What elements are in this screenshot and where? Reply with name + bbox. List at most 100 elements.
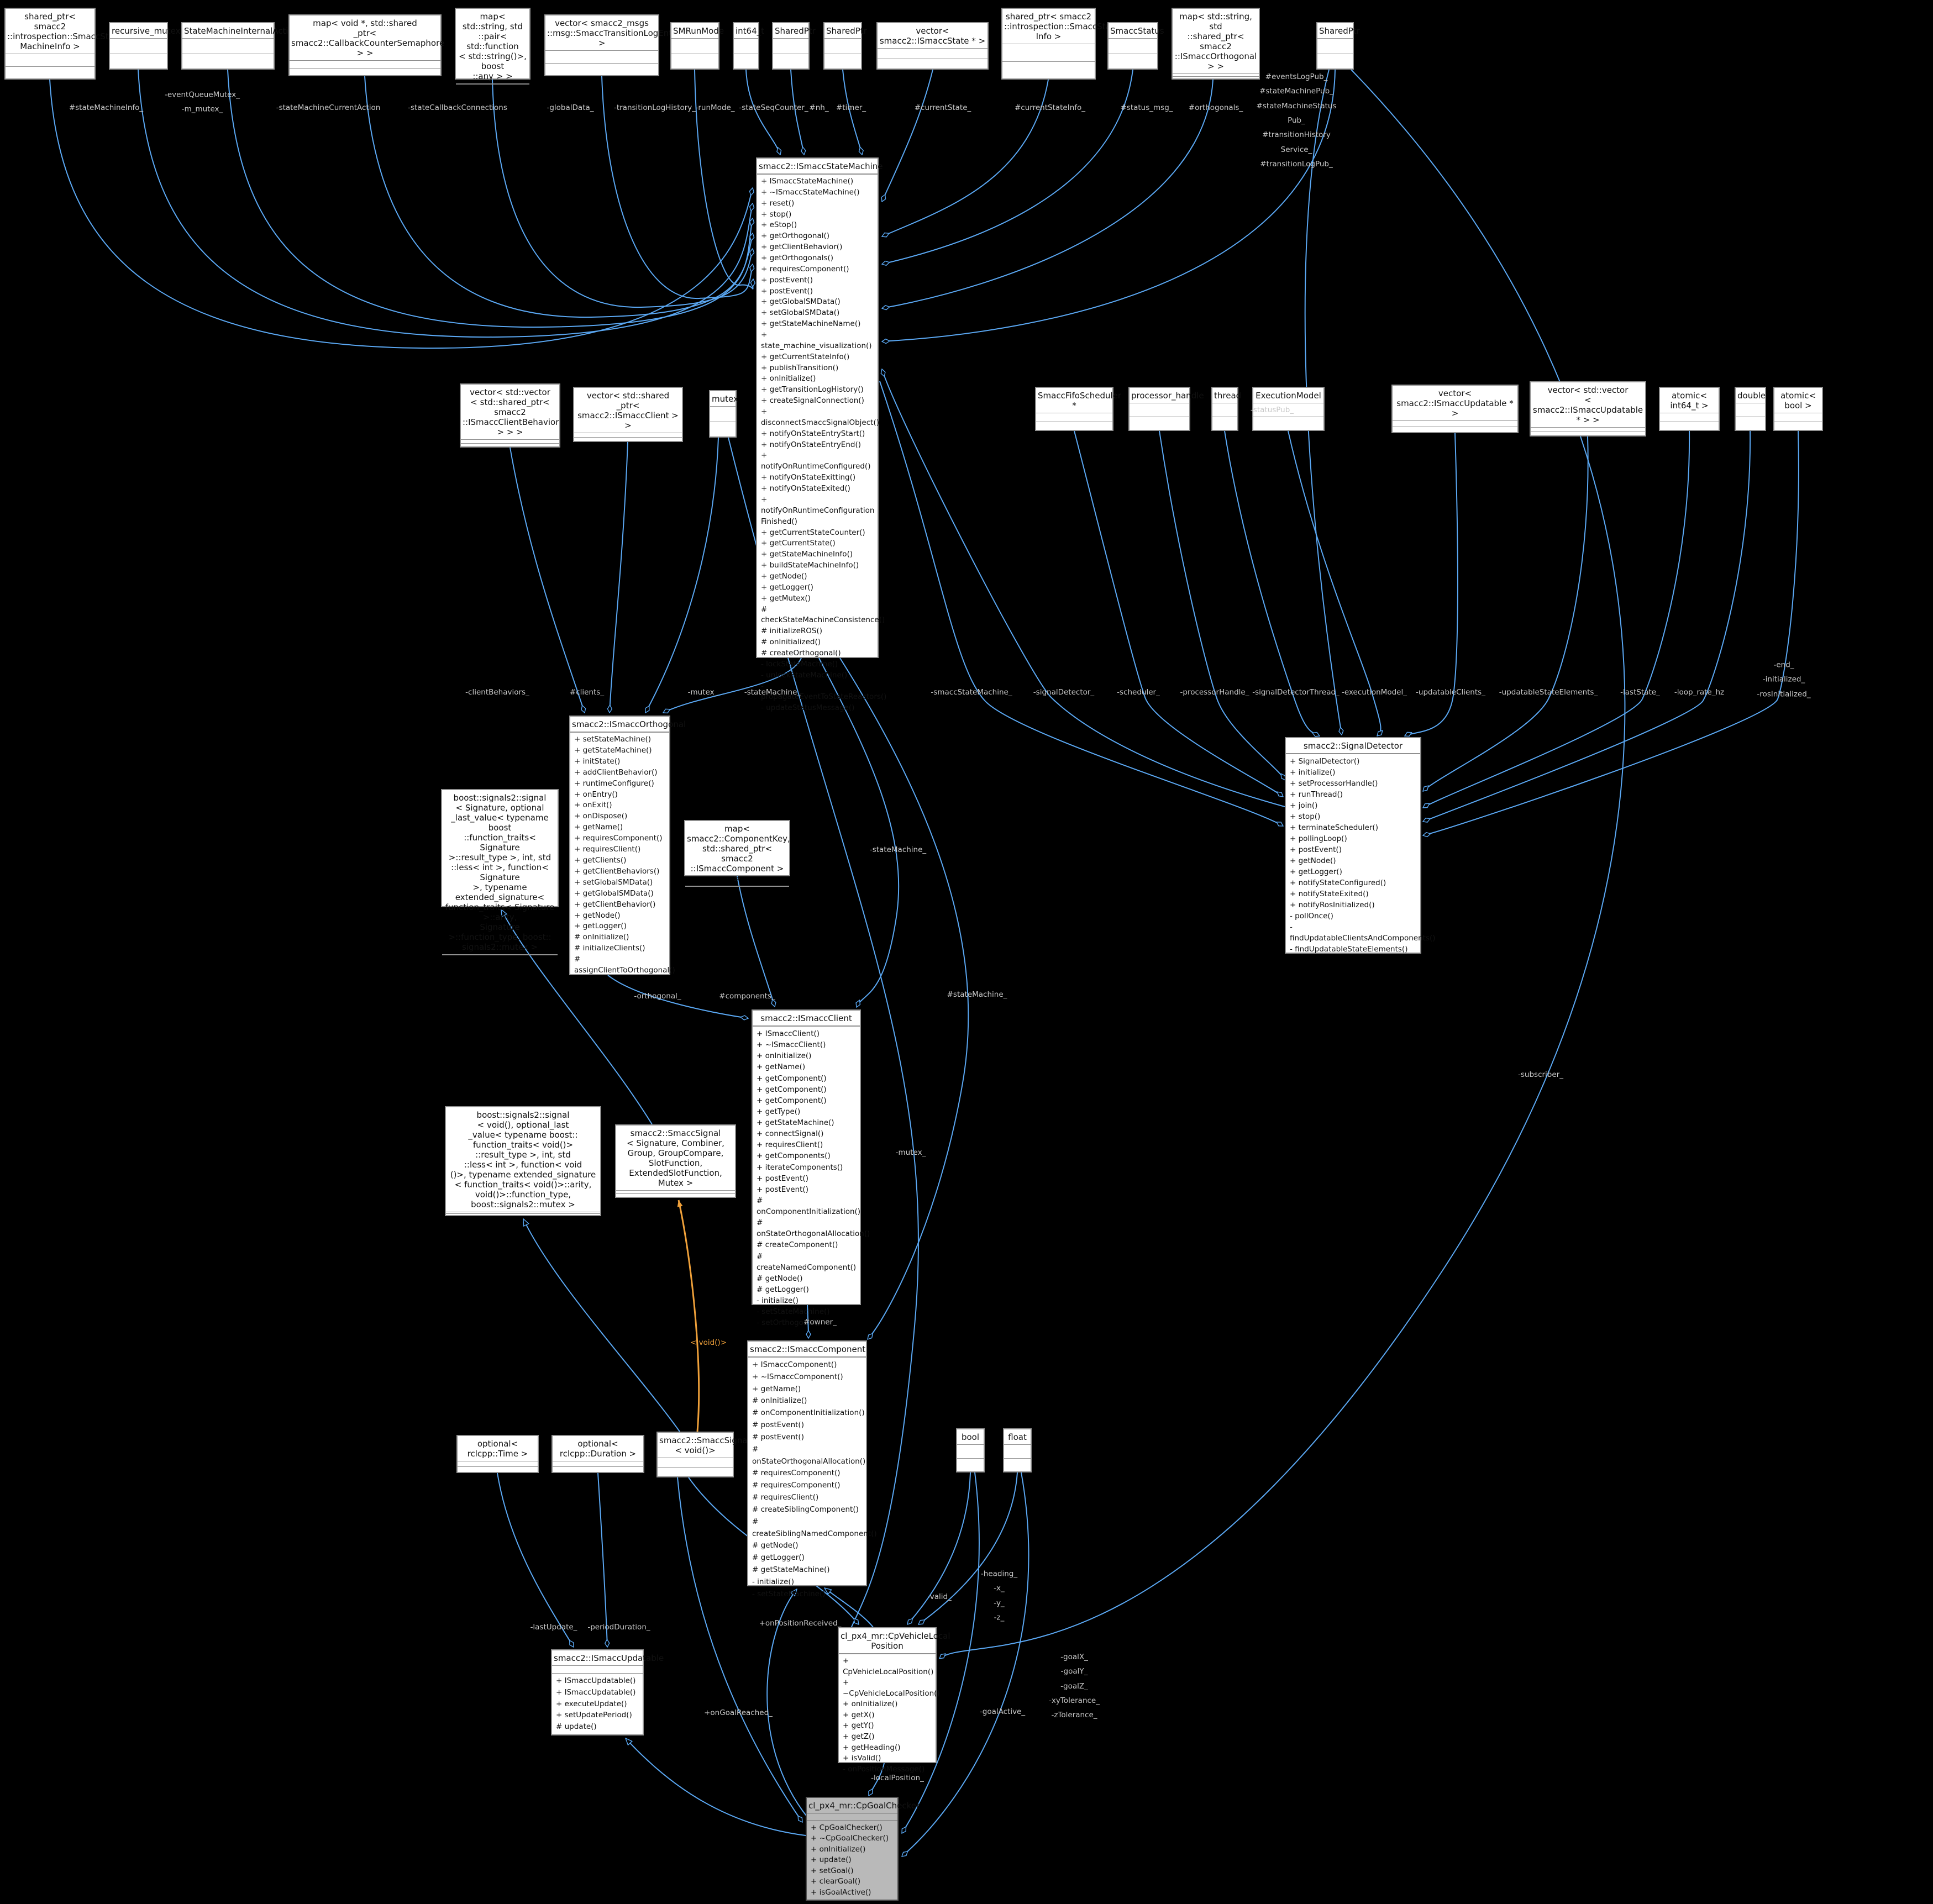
empty-compartment bbox=[1774, 413, 1822, 422]
edge-agg-13 bbox=[882, 79, 1214, 308]
class-box-t9: SharedPtr bbox=[772, 22, 816, 70]
edge-agg-1 bbox=[138, 69, 753, 338]
empty-compartment bbox=[685, 886, 789, 887]
class-title-t8: int64_t bbox=[734, 23, 764, 39]
class-box-t14: map< std::string, std ::shared_ptr< smac… bbox=[1172, 8, 1260, 80]
edge-label-12: #status_msg_ bbox=[1120, 103, 1173, 112]
edge-agg-39 bbox=[879, 381, 1283, 827]
class-box-exec: ExecutionModel bbox=[1252, 387, 1325, 431]
empty-compartment bbox=[1736, 416, 1765, 430]
empty-compartment bbox=[710, 407, 736, 422]
class-box-comp[interactable]: smacc2::ISmaccComponent+ ISmaccComponent… bbox=[747, 1340, 877, 1598]
edge-agg-48 bbox=[1423, 430, 1751, 822]
edge-agg-31 bbox=[677, 1477, 803, 1822]
edge-label-45: -lastState_ bbox=[1620, 687, 1660, 697]
class-box-t11: vector< smacc2::ISmaccState * > bbox=[876, 22, 989, 70]
empty-compartment bbox=[1004, 1458, 1031, 1472]
empty-compartment bbox=[1253, 416, 1323, 430]
edge-label-46: -loop_rate_hz bbox=[1674, 687, 1725, 697]
edge-agg-47 bbox=[1423, 430, 1690, 808]
empty-compartment bbox=[1173, 76, 1259, 79]
edge-agg-5 bbox=[601, 76, 753, 299]
class-box-client[interactable]: smacc2::ISmaccClient+ ISmaccClient() + ~… bbox=[752, 1009, 870, 1327]
class-title-upd: smacc2::ISmaccUpdatable bbox=[552, 1650, 664, 1666]
edge-label-24: #owner_ bbox=[803, 1317, 837, 1327]
edge-label-7: -stateSeqCounter_ bbox=[739, 103, 808, 112]
edge-label-14: #eventsLogPub_ #stateMachinePub_ #stateM… bbox=[1256, 72, 1337, 169]
class-box-fifo: SmaccFifoScheduler * bbox=[1035, 387, 1121, 431]
edge-inh-25 bbox=[501, 909, 653, 1125]
empty-compartment bbox=[658, 1458, 733, 1467]
empty-compartment bbox=[461, 443, 559, 447]
empty-compartment bbox=[446, 1213, 600, 1215]
empty-compartment bbox=[553, 1466, 643, 1472]
class-box-t10: SharedPtr bbox=[823, 22, 867, 70]
class-box-t13: SmaccStatus bbox=[1107, 22, 1164, 70]
empty-compartment bbox=[1002, 44, 1095, 61]
edge-label-43: -updatableClients_ bbox=[1416, 687, 1485, 697]
edge-label-27: -periodDuration_ bbox=[587, 1622, 650, 1632]
edge-agg-44 bbox=[1288, 430, 1381, 736]
class-title-t1: shared_ptr< smacc2 ::introspection::Smac… bbox=[6, 9, 122, 54]
class-methods-orth: + setStateMachine() + getStateMachine() … bbox=[574, 735, 675, 975]
edge-agg-46 bbox=[1423, 436, 1589, 791]
edge-agg-14 bbox=[882, 69, 1336, 341]
edge-label-25: < void()> bbox=[690, 1338, 727, 1347]
class-box-sm[interactable]: smacc2::ISmaccStateMachine+ ISmaccStateM… bbox=[756, 157, 886, 712]
empty-compartment bbox=[734, 53, 758, 69]
class-title-t13: SmaccStatus bbox=[1109, 23, 1164, 39]
empty-compartment bbox=[1002, 61, 1095, 79]
class-title-gc: cl_px4_mr::CpGoalChecker bbox=[807, 1798, 920, 1813]
edge-label-39: -scheduler_ bbox=[1117, 687, 1160, 697]
class-box-smsig: smacc2::SmaccSignal < Signature, Combine… bbox=[615, 1124, 736, 1198]
class-box-optd: optional< rclcpp::Duration > bbox=[551, 1435, 644, 1473]
class-box-orth[interactable]: smacc2::ISmaccOrthogonal+ setStateMachin… bbox=[569, 716, 686, 975]
edge-label-17: -mutex_ bbox=[687, 687, 718, 697]
class-attrs-orth bbox=[570, 732, 669, 733]
empty-compartment bbox=[824, 53, 861, 69]
class-title-sig1: boost::signals2::signal < Signature, opt… bbox=[442, 790, 558, 955]
empty-compartment bbox=[6, 54, 94, 66]
edge-agg-10 bbox=[882, 69, 933, 202]
class-title-smsig: smacc2::SmaccSignal < Signature, Combine… bbox=[616, 1125, 735, 1191]
edge-label-28: +onPositionReceived_ bbox=[759, 1618, 842, 1628]
class-box-upd[interactable]: smacc2::ISmaccUpdatable+ ISmaccUpdatable… bbox=[551, 1649, 664, 1735]
empty-compartment bbox=[1660, 413, 1719, 422]
edge-tmpl-27 bbox=[677, 1200, 700, 1432]
edge-agg-42 bbox=[1159, 430, 1286, 780]
class-box-cpvlp[interactable]: cl_px4_mr::CpVehicleLocal Position+ CpVe… bbox=[838, 1627, 950, 1774]
edge-agg-32 bbox=[907, 1472, 971, 1624]
class-box-dbl: double bbox=[1735, 387, 1766, 431]
class-title-exec: ExecutionModel bbox=[1253, 388, 1323, 403]
empty-compartment bbox=[110, 39, 167, 54]
edge-agg-19 bbox=[663, 658, 802, 713]
class-box-mapck: map< smacc2::ComponentKey, std::shared_p… bbox=[684, 820, 790, 887]
class-box-t7: SMRunMode bbox=[670, 22, 724, 70]
class-box-updvv: vector< std::vector < smacc2::ISmaccUpda… bbox=[1530, 381, 1646, 436]
class-box-gc: cl_px4_mr::CpGoalChecker+ CpGoalChecker(… bbox=[806, 1797, 920, 1901]
class-title-mapck: map< smacc2::ComponentKey, std::shared_p… bbox=[685, 821, 790, 886]
class-title-t10: SharedPtr bbox=[824, 23, 867, 39]
empty-compartment bbox=[1036, 421, 1112, 430]
empty-compartment bbox=[1660, 421, 1719, 430]
class-box-t15: SharedPtr bbox=[1316, 22, 1360, 70]
class-title-boolb: bool bbox=[957, 1429, 984, 1445]
edge-agg-4 bbox=[492, 79, 753, 308]
empty-compartment bbox=[182, 39, 274, 54]
edge-agg-43 bbox=[1224, 430, 1320, 736]
edge-label-44: -updatableStateElements_ bbox=[1499, 687, 1598, 697]
class-box-t8: int64_t bbox=[733, 22, 764, 70]
class-methods-upd: + ISmaccUpdatable() + ISmaccUpdatable() … bbox=[556, 1676, 636, 1732]
edge-label-10: #currentState_ bbox=[914, 103, 971, 112]
empty-compartment bbox=[878, 49, 987, 59]
empty-compartment bbox=[1736, 403, 1765, 417]
edge-agg-11 bbox=[882, 79, 1049, 236]
class-title-t2: recursive_mutex bbox=[110, 23, 180, 39]
edge-agg-22 bbox=[737, 876, 775, 1007]
class-box-t6: vector< smacc2_msgs ::msg::SmaccTransiti… bbox=[544, 14, 680, 76]
edge-label-2: -stateMachineCurrentAction bbox=[276, 103, 381, 112]
class-box-sd[interactable]: smacc2::SignalDetector+ SignalDetector()… bbox=[1285, 737, 1436, 954]
edge-label-13: #orthogonals_ bbox=[1188, 103, 1243, 112]
edge-label-21: #components_ bbox=[719, 991, 775, 1001]
